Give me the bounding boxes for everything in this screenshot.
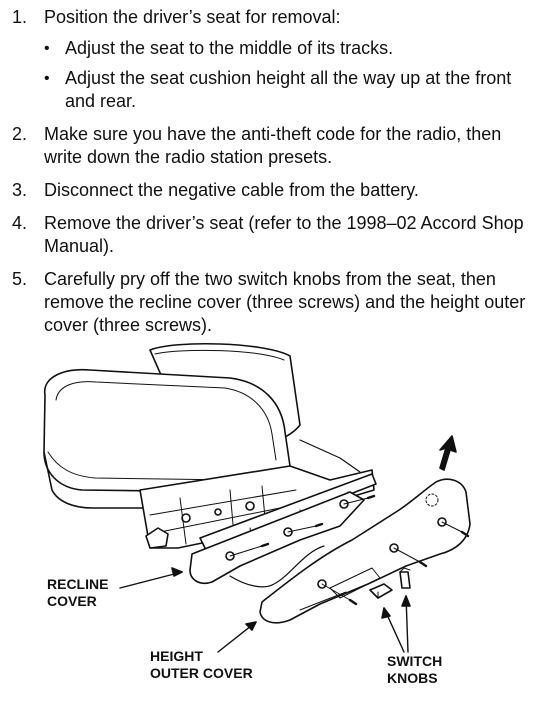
step-number: 4. [12,213,28,233]
seat-illustration [43,342,471,653]
screw-hole [283,527,293,537]
step-number: 5. [12,269,28,289]
height-outer-cover-part [259,478,471,624]
bullet-text: Adjust the seat to the middle of its tra… [65,38,394,58]
screw-hole [437,517,447,527]
recline-cover-label: RECLINE COVER [47,576,109,609]
seat-cushion [43,368,291,493]
screw-hole [339,499,349,509]
seat-track [199,473,377,551]
wire-harness [229,545,325,588]
step-text: Remove the driver’s seat (refer to the 1… [44,213,524,256]
recline-cover-part [189,491,365,585]
height-outer-cover-label: HEIGHT OUTER COVER [150,648,253,681]
bullet-text: Adjust the seat cushion height all the w… [65,68,512,111]
bullet-glyph: • [44,40,50,57]
step-number: 1. [12,7,28,27]
switch-knob-1 [369,583,393,599]
screw-hole [317,579,327,589]
step-text: Disconnect the negative cable from the b… [44,180,419,200]
seat-cover-removal-illustration: RECLINE COVER HEIGHT OUTER COVER SWITCH … [0,340,552,728]
step-text: Make sure you have the anti-theft code f… [44,124,502,167]
step-text: Position the driver’s seat for removal: [44,7,341,27]
step-text: Carefully pry off the two switch knobs f… [44,269,526,335]
screw-hole [225,551,235,561]
recline-cover-leader [119,571,183,589]
switch-knobs-label: SWITCH KNOBS [387,653,443,686]
step-number: 3. [12,180,28,200]
switch-knob-2 [399,571,411,589]
bullet-glyph: • [44,70,50,87]
removal-direction-arrow [439,435,457,471]
step-number: 2. [12,124,28,144]
screw-hole [389,543,399,553]
